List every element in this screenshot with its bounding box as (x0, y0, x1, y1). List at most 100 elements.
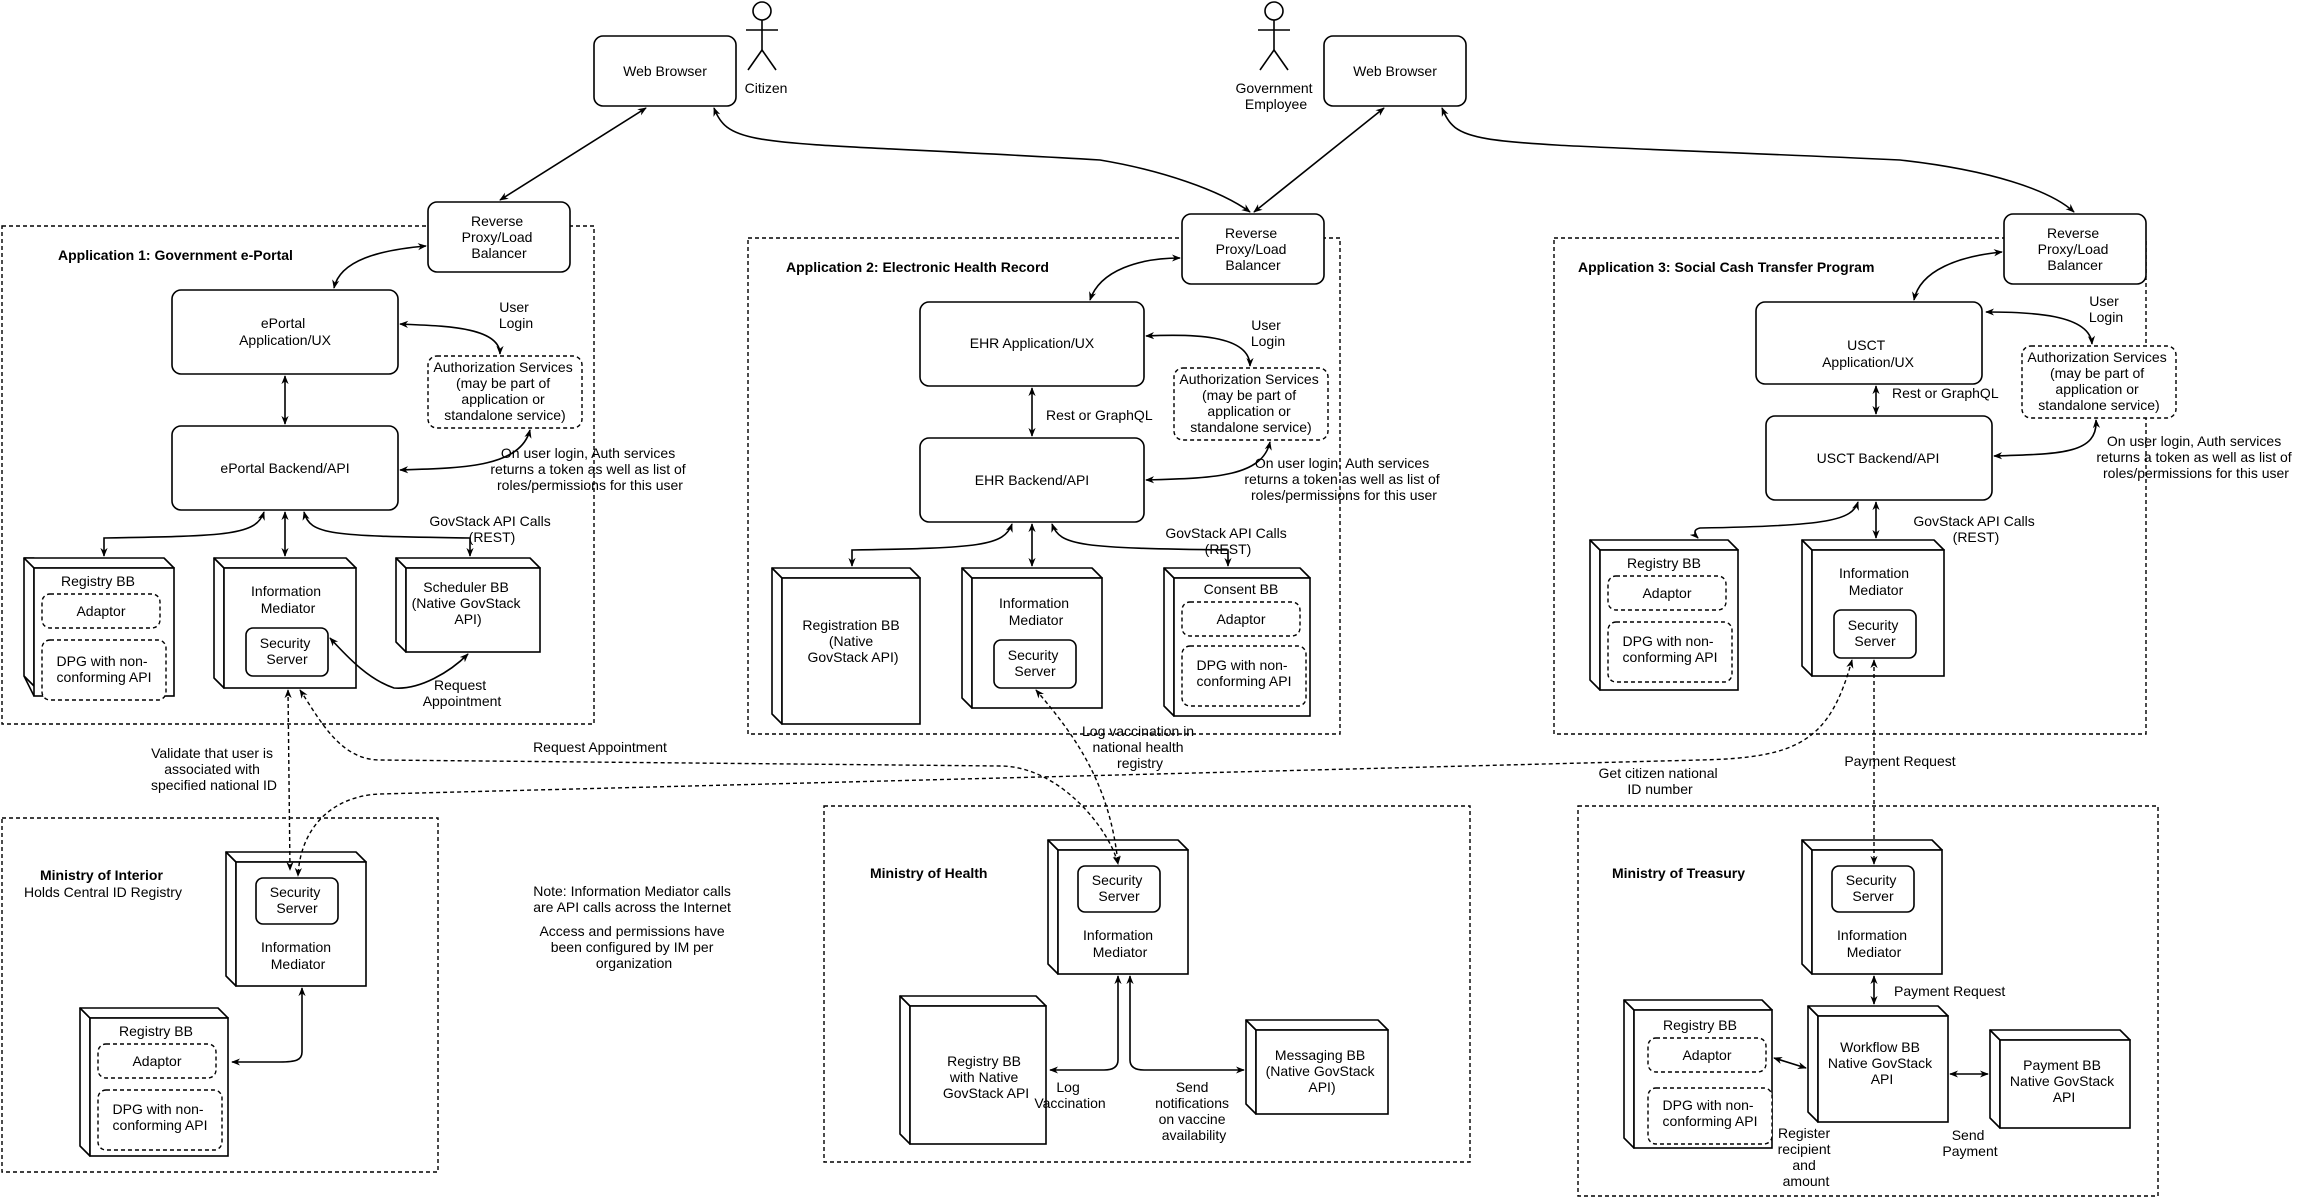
svg-text:EHR Application/UX: EHR Application/UX (970, 335, 1095, 351)
svg-text:Web Browser: Web Browser (1353, 63, 1437, 79)
svg-text:ePortal Application/UX: ePortal Application/UX (239, 315, 331, 348)
app2-rest-graphql: Rest or GraphQL (1046, 407, 1153, 423)
treasury-registry-bb[interactable]: Registry BB Adaptor DPG with non- confor… (1623, 999, 1773, 1149)
app3-security-server[interactable]: Security Server (1833, 609, 1917, 659)
app3-govstack-calls: GovStack API Calls (REST) (1913, 513, 2038, 545)
interior-information-mediator[interactable]: Security Server Information Mediator (225, 851, 367, 987)
svg-text:Registry BB: Registry BB (119, 1023, 193, 1039)
app1-request-appointment: Request Appointment (423, 677, 502, 709)
app3-usct-ux[interactable]: USCT Application/UX (1755, 301, 1983, 385)
app3-usct-backend[interactable]: USCT Backend/API (1765, 415, 1993, 501)
svg-text:Security Server: Security Server (1848, 617, 1902, 649)
interior-subtitle: Holds Central ID Registry (24, 884, 182, 900)
svg-text:Authorization Services (: Authorization Services (may be part of a… (433, 359, 576, 423)
app2-dpg: DPG with non- conforming API (1197, 657, 1292, 689)
svg-text:Registration BB (Native: Registration BB (Native GovStack API) (802, 617, 903, 665)
app1-information-mediator[interactable]: Information Mediator Security Server (213, 557, 357, 689)
citizen-web-browser[interactable]: Web Browser (593, 35, 737, 107)
app3-registry-bb[interactable]: Registry BB Adaptor DPG with non- confor… (1589, 539, 1739, 691)
treasury-register-recipient: Register recipient and amount (1778, 1125, 1835, 1189)
health-log-vaccination: Log Vaccination (1034, 1079, 1105, 1111)
app1-to-interior-validate (284, 689, 294, 871)
request-appointment-label: Request Appointment (533, 739, 667, 755)
svg-text:Security Server: Security Server (1092, 872, 1146, 904)
treasury-send-payment: Send Payment (1942, 1127, 1997, 1159)
svg-text:Reverse Proxy/Load: Reverse Proxy/Load Balancer (1216, 225, 1291, 273)
app1-scheduler-bb[interactable]: Scheduler BB (Native GovStack API) (395, 557, 541, 653)
citizen-to-app1-proxy (499, 107, 647, 201)
app2-auth-services[interactable]: Authorization Services (may be part of a… (1173, 367, 1329, 441)
app3-proxy-to-ux (1912, 249, 2003, 301)
employee-to-app2-proxy (1253, 107, 1385, 213)
interior-registry-bb[interactable]: Registry BB Adaptor DPG with non- confor… (79, 1007, 229, 1157)
health-send-notifications: Send notifications on vaccine availabili… (1155, 1079, 1233, 1143)
im-note: Note: Information Mediator calls are API… (533, 883, 735, 971)
app3-rest-graphql: Rest or GraphQL (1892, 385, 1999, 401)
app1-backend-to-auth (399, 429, 532, 474)
app3-dpg: DPG with non- conforming API (1623, 633, 1718, 665)
treasury-workflow-to-registry (1773, 1056, 1807, 1070)
citizen-to-app2-proxy (713, 107, 1251, 213)
svg-text:Authorization Services (: Authorization Services (may be part of a… (2027, 349, 2170, 413)
app1-govstack-calls: GovStack API Calls (REST) (429, 513, 554, 545)
svg-text:Web Browser: Web Browser (623, 63, 707, 79)
app3-backend-to-registry (1689, 501, 1859, 539)
app1-eportal-backend[interactable]: ePortal Backend/API (171, 425, 399, 511)
svg-text:Authorization Services (: Authorization Services (may be part of a… (1179, 371, 1322, 435)
app1-reverse-proxy[interactable]: Reverse Proxy/Load Balancer (427, 201, 571, 273)
app2-proxy-to-ux (1089, 254, 1181, 301)
treasury-information-mediator[interactable]: Security Server Information Mediator (1801, 839, 1943, 975)
treasury-adaptor: Adaptor (1682, 1047, 1731, 1063)
svg-text:Workflow BB Native GovSt: Workflow BB Native GovStack API (1828, 1039, 1936, 1087)
government-employee-label: Government Employee (1236, 80, 1317, 112)
app3-user-login: User Login (2089, 293, 2123, 325)
app1-security-server[interactable]: Security Server (245, 627, 329, 677)
app2-ehr-ux[interactable]: EHR Application/UX (919, 301, 1145, 387)
svg-text:Information Mediator: Information Mediator (1839, 565, 1913, 598)
health-registry-bb[interactable]: Registry BB with Native GovStack API (899, 995, 1047, 1145)
treasury-security-server[interactable]: Security Server (1831, 865, 1915, 913)
app1-title: Application 1: Government e-Portal (58, 247, 293, 263)
interior-security-server[interactable]: Security Server (255, 877, 339, 925)
app2-auth-note: On user login, Auth services returns a t… (1244, 455, 1443, 503)
interior-adaptor: Adaptor (132, 1053, 181, 1069)
svg-text:Information Mediator: Information Mediator (999, 595, 1073, 628)
treasury-region (1577, 805, 2159, 1197)
svg-text:Messaging BB (Native Gov: Messaging BB (Native GovStack API) (1266, 1047, 1379, 1095)
svg-text:Information Mediator: Information Mediator (261, 939, 335, 972)
employee-to-app3-proxy (1441, 107, 2075, 213)
svg-text:Registry BB: Registry BB (1663, 1017, 1737, 1033)
app2-ehr-backend[interactable]: EHR Backend/API (919, 437, 1145, 523)
svg-text:Security Server: Security Server (260, 635, 314, 667)
app3-ux-to-auth (1985, 308, 2096, 345)
svg-text:Security Server: Security Server (1008, 647, 1062, 679)
interior-im-to-registry (231, 987, 306, 1066)
treasury-payment-request: Payment Request (1894, 983, 2005, 999)
treasury-workflow-bb[interactable]: Workflow BB Native GovStack API (1807, 1005, 1949, 1123)
app2-consent-bb[interactable]: Consent BB Adaptor DPG with non- conform… (1163, 567, 1311, 717)
app2-security-server[interactable]: Security Server (993, 639, 1077, 689)
app3-information-mediator[interactable]: Information Mediator Security Server (1801, 539, 1945, 677)
app2-reverse-proxy[interactable]: Reverse Proxy/Load Balancer (1181, 213, 1325, 285)
treasury-title: Ministry of Treasury (1612, 865, 1745, 881)
health-messaging-bb[interactable]: Messaging BB (Native GovStack API) (1245, 1019, 1389, 1115)
health-security-server[interactable]: Security Server (1077, 865, 1161, 913)
app2-registration-bb[interactable]: Registration BB (Native GovStack API) (771, 567, 921, 725)
app1-registry-bb[interactable]: Registry BB Adaptor DPG with non- confor… (23, 557, 175, 701)
treasury-payment-bb[interactable]: Payment BB Native GovStack API (1989, 1029, 2131, 1129)
health-im-to-messaging (1126, 975, 1245, 1074)
citizen-label: Citizen (745, 80, 788, 96)
app1-eportal-ux[interactable]: ePortal Application/UX (171, 289, 399, 375)
app2-user-login: User Login (1251, 317, 1285, 349)
app2-information-mediator[interactable]: Information Mediator Security Server (961, 567, 1103, 709)
employee-web-browser[interactable]: Web Browser (1323, 35, 1467, 107)
svg-text:Registry BB with Native: Registry BB with Native GovStack API (943, 1053, 1029, 1101)
app2-region (747, 237, 1341, 735)
app3-auth-services[interactable]: Authorization Services (may be part of a… (2021, 345, 2177, 419)
app3-reverse-proxy[interactable]: Reverse Proxy/Load Balancer (2003, 213, 2147, 285)
app3-backend-to-auth (1993, 419, 2101, 460)
app3-adaptor: Adaptor (1642, 585, 1691, 601)
app1-auth-note: On user login, Auth services returns a t… (490, 445, 689, 493)
app1-auth-services[interactable]: Authorization Services (may be part of a… (427, 355, 583, 429)
svg-text:Information Mediator: Information Mediator (1083, 927, 1157, 960)
